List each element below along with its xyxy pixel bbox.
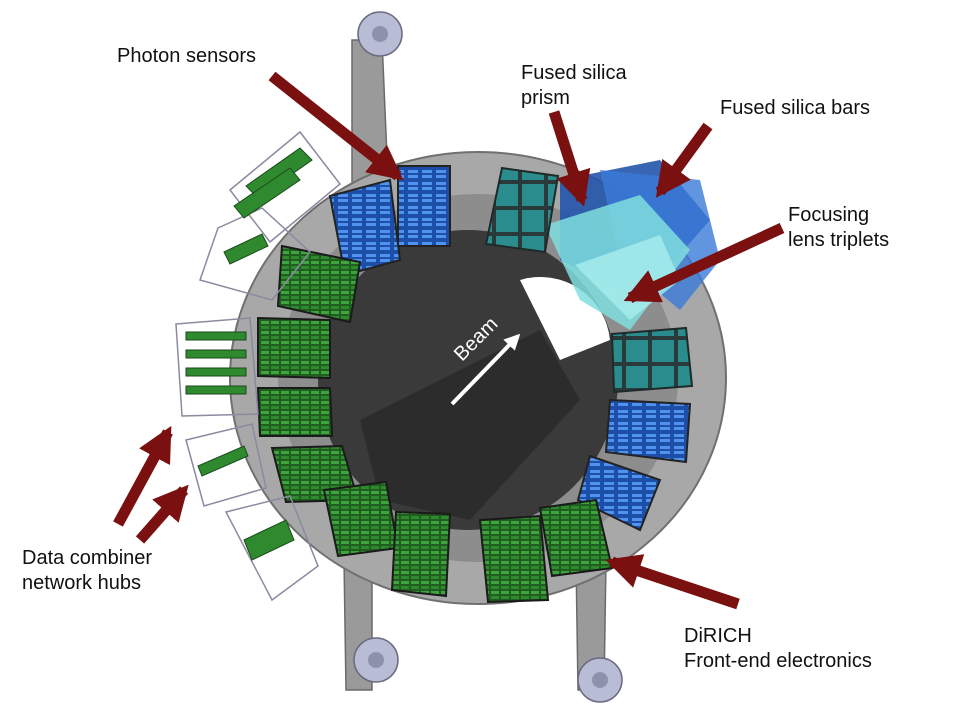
label-photon-sensors: Photon sensors bbox=[117, 44, 256, 69]
label-data-combiner-line1: Data combiner bbox=[22, 547, 153, 569]
mounting-flanges bbox=[353, 11, 623, 703]
label-fused-silica-prism: Fused silica prism bbox=[521, 61, 627, 111]
label-focusing-lens-triplets: Focusing lens triplets bbox=[788, 203, 889, 253]
label-focusing-lens-line1: Focusing bbox=[788, 204, 870, 226]
arrow-data-combiner-2 bbox=[135, 484, 189, 544]
arrow-data-combiner-1 bbox=[113, 425, 173, 527]
label-data-combiner: Data combiner network hubs bbox=[22, 546, 152, 596]
label-photon-sensors-text: Photon sensors bbox=[117, 45, 256, 67]
label-dirich: DiRICH Front-end electronics bbox=[684, 624, 872, 674]
label-focusing-lens-line2: lens triplets bbox=[788, 229, 890, 251]
label-fused-silica-prism-line1: Fused silica bbox=[521, 62, 627, 84]
label-data-combiner-line2: network hubs bbox=[22, 572, 141, 594]
arrow-focusing-lens bbox=[623, 223, 785, 303]
arrow-dirich bbox=[605, 554, 740, 610]
data-combiner-hubs bbox=[175, 130, 342, 602]
arrow-photon-sensors bbox=[268, 71, 404, 181]
label-dirich-line1: DiRICH bbox=[684, 625, 752, 647]
data-combiner-boards bbox=[185, 147, 313, 561]
label-fused-silica-bars-text: Fused silica bars bbox=[720, 97, 871, 119]
fused-silica-prism bbox=[484, 166, 694, 394]
callout-arrows bbox=[113, 71, 785, 610]
beam-arrow bbox=[450, 333, 521, 406]
label-fused-silica-prism-line2: prism bbox=[521, 87, 570, 109]
label-fused-silica-bars: Fused silica bars bbox=[720, 96, 870, 121]
photon-sensors bbox=[328, 165, 692, 532]
label-dirich-line2: Front-end electronics bbox=[684, 650, 872, 672]
arrow-fused-silica-prism bbox=[548, 110, 591, 207]
arrow-fused-silica-bars bbox=[655, 122, 713, 198]
